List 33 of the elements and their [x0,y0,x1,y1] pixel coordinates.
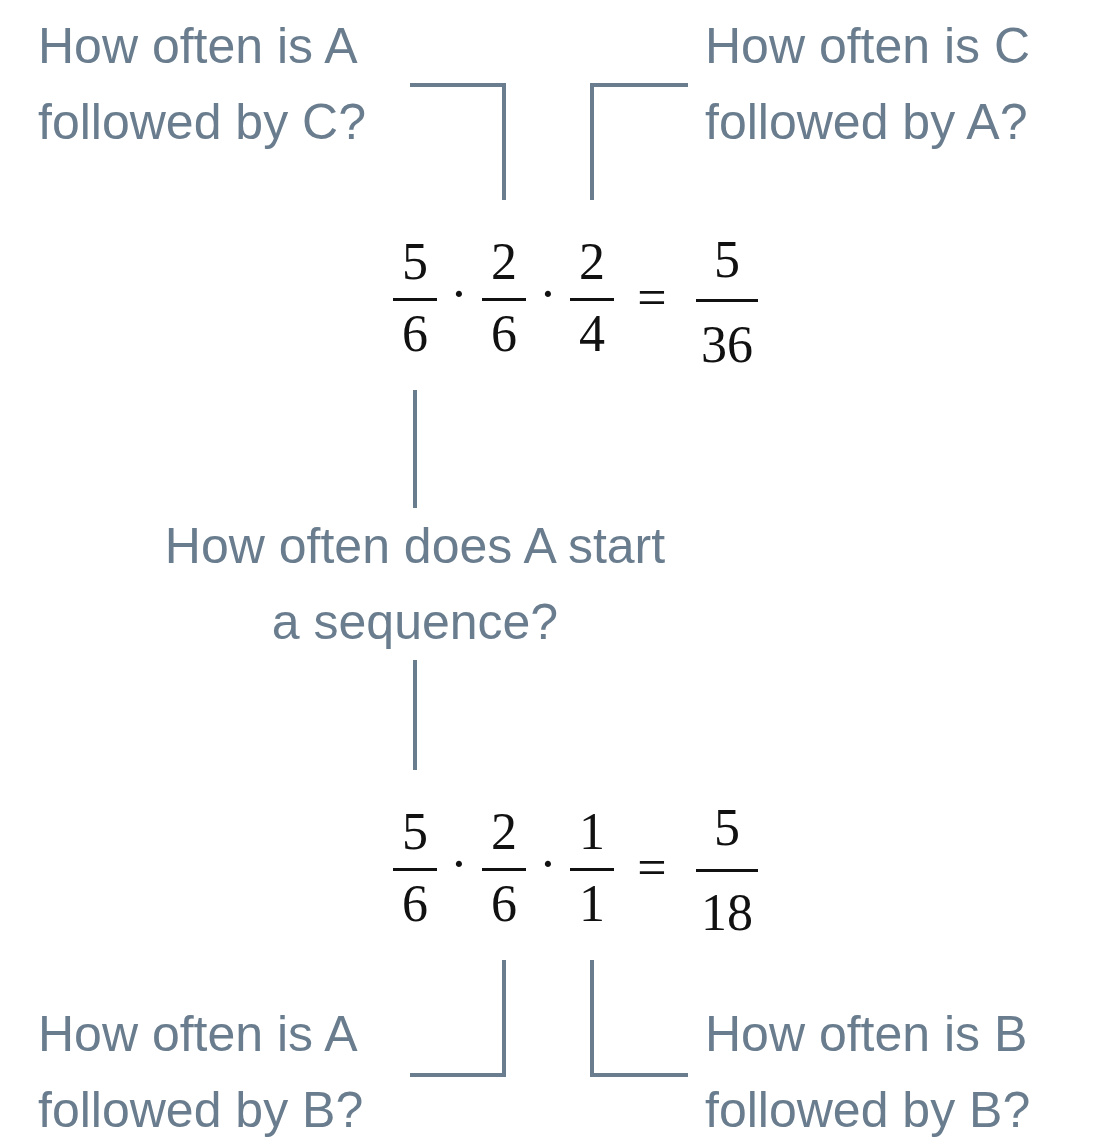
numerator: 5 [713,800,741,856]
numerator: 5 [401,804,429,860]
denominator: 6 [490,876,518,932]
question-text: How often is A followed by C? [38,8,410,160]
denominator: 6 [401,876,429,932]
question-text: How often is A followed by B? [38,996,410,1139]
numerator: 2 [578,234,606,290]
leader-line [413,390,417,508]
leader-line [410,960,506,1077]
question-text: How often is B followed by B? [688,996,1088,1139]
leader-line [413,660,417,770]
leader-line [590,83,688,200]
question-text: How often does A start a sequence? [160,508,670,660]
numerator: 1 [578,804,606,860]
numerator: 5 [713,232,741,288]
numerator: 2 [490,234,518,290]
denominator: 6 [490,306,518,362]
leader-line [410,83,506,200]
leader-line [590,960,688,1077]
numerator: 2 [490,804,518,860]
multiplication-dot: · [449,836,469,892]
denominator: 4 [578,306,606,362]
denominator: 18 [700,885,754,941]
denominator: 6 [401,306,429,362]
question-text: How often is C followed by A? [688,8,1088,160]
equals-sign: = [636,270,668,326]
denominator: 1 [578,876,606,932]
multiplication-dot: · [538,266,558,322]
multiplication-dot: · [538,836,558,892]
numerator: 5 [401,234,429,290]
multiplication-dot: · [449,266,469,322]
denominator: 36 [700,317,754,373]
equals-sign: = [636,840,668,896]
